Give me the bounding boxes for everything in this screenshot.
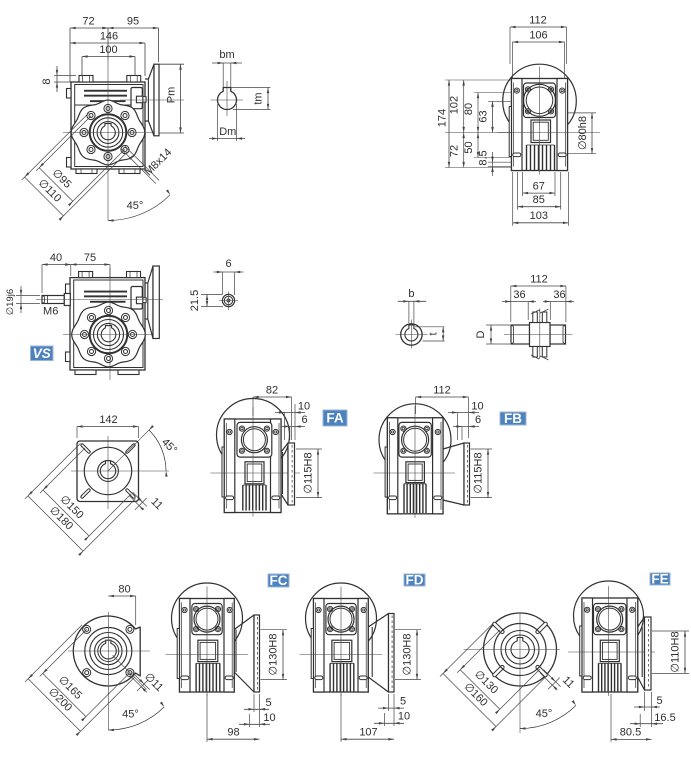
svg-text:10: 10 <box>398 711 410 723</box>
svg-text:36: 36 <box>553 289 565 301</box>
svg-text:21.5: 21.5 <box>189 290 201 311</box>
svg-text:103: 103 <box>530 210 548 222</box>
svg-text:112: 112 <box>433 385 451 397</box>
svg-text:98: 98 <box>227 727 239 739</box>
svg-text:FA: FA <box>326 411 344 426</box>
svg-text:146: 146 <box>100 31 118 43</box>
svg-text:36: 36 <box>513 289 525 301</box>
svg-text:5: 5 <box>265 697 271 709</box>
svg-text:8: 8 <box>41 78 53 84</box>
svg-text:8.5: 8.5 <box>478 150 490 165</box>
svg-text:16.5: 16.5 <box>654 712 675 724</box>
svg-text:40: 40 <box>50 252 62 264</box>
svg-text:100: 100 <box>99 44 117 56</box>
svg-text:174: 174 <box>437 109 449 127</box>
svg-text:72: 72 <box>449 145 461 157</box>
svg-text:b: b <box>408 288 414 300</box>
svg-text:45°: 45° <box>122 709 139 721</box>
svg-text:∅130H8: ∅130H8 <box>402 634 414 676</box>
svg-text:112: 112 <box>529 15 547 27</box>
svg-text:bm: bm <box>219 49 234 61</box>
svg-text:106: 106 <box>529 30 547 42</box>
svg-text:5: 5 <box>656 695 662 707</box>
svg-text:10: 10 <box>471 401 483 413</box>
svg-text:FB: FB <box>504 411 522 426</box>
svg-text:D: D <box>475 330 487 338</box>
svg-text:10: 10 <box>263 712 275 724</box>
svg-text:45°: 45° <box>127 200 144 212</box>
svg-text:∅115H8: ∅115H8 <box>473 452 485 493</box>
svg-text:∅19j6: ∅19j6 <box>5 289 16 315</box>
svg-text:107: 107 <box>359 727 377 739</box>
svg-text:6: 6 <box>475 414 481 426</box>
svg-text:112: 112 <box>530 274 548 286</box>
svg-text:45°: 45° <box>536 708 553 720</box>
svg-text:∅110H8: ∅110H8 <box>670 631 682 672</box>
svg-text:142: 142 <box>99 414 117 426</box>
svg-text:FD: FD <box>406 573 424 588</box>
svg-text:M6: M6 <box>43 306 58 318</box>
svg-text:t: t <box>428 332 440 335</box>
svg-text:6: 6 <box>225 258 231 270</box>
svg-text:95: 95 <box>127 16 139 28</box>
svg-text:50: 50 <box>463 141 475 153</box>
svg-text:FC: FC <box>270 573 288 588</box>
svg-text:85: 85 <box>533 194 545 206</box>
svg-text:75: 75 <box>84 252 96 264</box>
svg-text:102: 102 <box>449 96 461 114</box>
svg-text:82: 82 <box>266 385 278 397</box>
svg-text:∅115H8: ∅115H8 <box>303 452 315 493</box>
svg-text:Dm: Dm <box>219 126 236 138</box>
svg-text:67: 67 <box>533 181 545 193</box>
svg-text:10: 10 <box>298 401 310 413</box>
svg-text:∅130H8: ∅130H8 <box>268 634 280 676</box>
svg-text:Pm: Pm <box>166 87 178 104</box>
svg-text:63: 63 <box>478 110 490 122</box>
svg-text:80: 80 <box>463 103 475 115</box>
svg-text:80: 80 <box>118 584 130 596</box>
svg-text:tm: tm <box>253 92 265 104</box>
svg-text:∅80h8: ∅80h8 <box>577 116 589 150</box>
svg-text:72: 72 <box>82 16 94 28</box>
svg-text:6: 6 <box>301 414 307 426</box>
svg-text:80.5: 80.5 <box>620 727 641 739</box>
svg-text:VS: VS <box>33 346 51 361</box>
svg-text:5: 5 <box>400 696 406 708</box>
svg-text:FE: FE <box>651 572 668 587</box>
